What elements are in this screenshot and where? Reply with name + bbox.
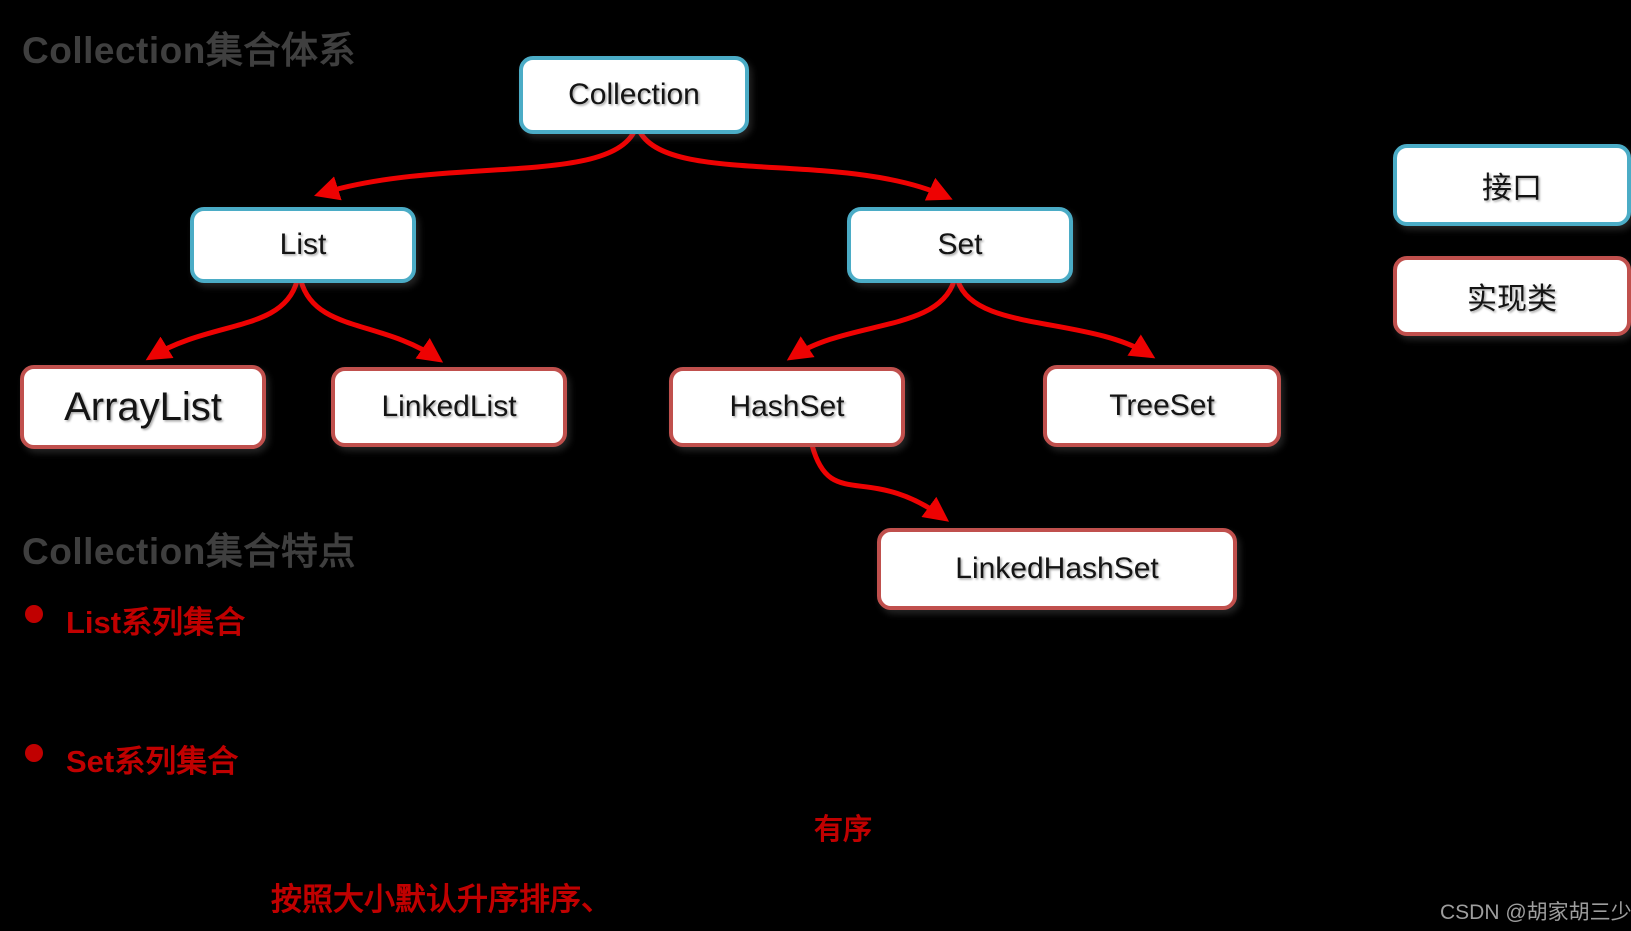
node-linkedlist: LinkedList (331, 367, 567, 447)
bullet-dot-set (25, 744, 43, 762)
bullet-list-series: List系列集合 (66, 605, 246, 640)
note-ordered: 有序 (814, 814, 873, 846)
arrow-list-to-arraylist (145, 278, 300, 361)
node-arraylist: ArrayList (20, 365, 266, 449)
node-collection: Collection (519, 56, 749, 134)
bullet-set-series: Set系列集合 (66, 744, 239, 779)
arrow-collection-to-set (637, 129, 953, 201)
arrow-set-to-hashset (786, 278, 957, 361)
arrow-hashset-to-linkedhashset (809, 442, 950, 522)
arrow-set-to-treeset (955, 278, 1156, 359)
title-collection-hierarchy: Collection集合体系 (22, 30, 356, 71)
bullet-dot-list (25, 605, 43, 623)
note-sorted-ascending: 按照大小默认升序排序、 (271, 882, 612, 917)
csdn-watermark: CSDN @胡家胡三少 (1440, 901, 1631, 924)
legend-interface: 接口 (1393, 144, 1631, 226)
node-hashset: HashSet (669, 367, 905, 447)
node-list: List (190, 207, 416, 283)
node-linkedhashset: LinkedHashSet (877, 528, 1237, 610)
arrow-list-to-linkedlist (298, 278, 444, 363)
node-treeset: TreeSet (1043, 365, 1281, 447)
node-set: Set (847, 207, 1073, 283)
legend-implementation-class: 实现类 (1393, 256, 1631, 336)
title-collection-features: Collection集合特点 (22, 531, 356, 572)
arrow-collection-to-list (314, 129, 637, 201)
